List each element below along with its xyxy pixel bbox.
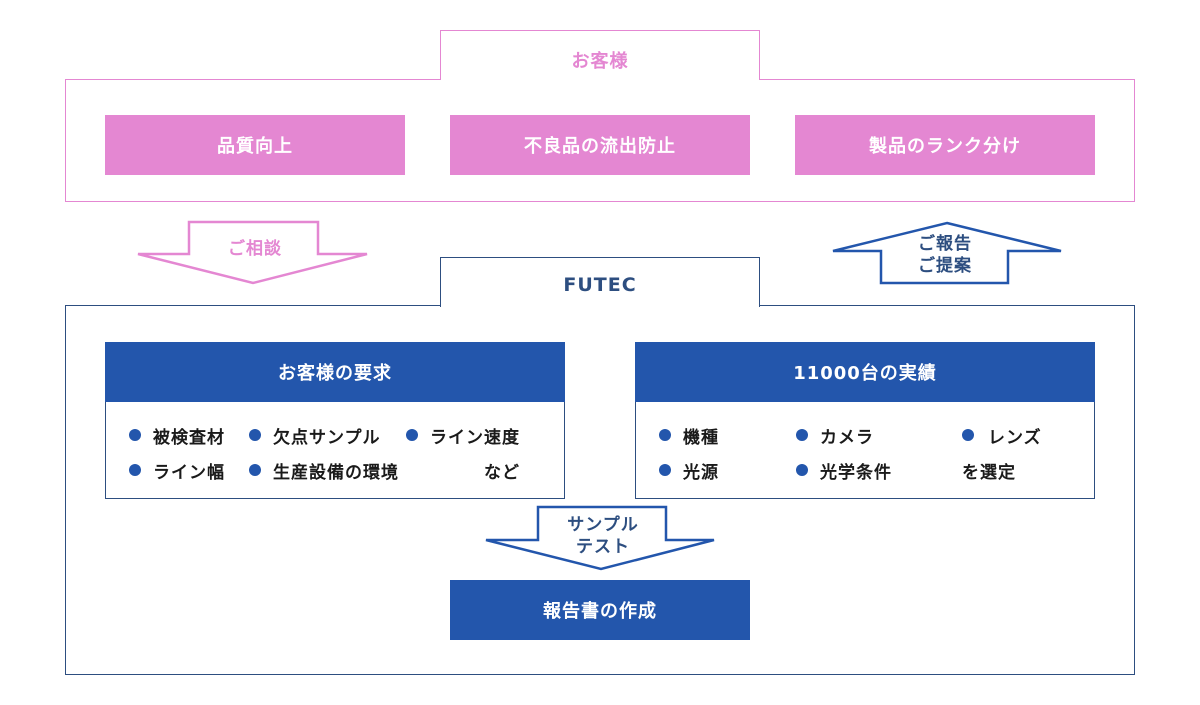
customer-box-product-ranking: 製品のランク分け xyxy=(795,115,1095,175)
report-creation-box: 報告書の作成 xyxy=(450,580,750,640)
report-label-line1: ご報告 xyxy=(918,234,972,254)
bullet-icon xyxy=(796,429,808,441)
record-title: 11000台の実績 xyxy=(635,342,1095,402)
sample-test-arrow-icon xyxy=(485,505,715,571)
bullet-icon xyxy=(249,429,261,441)
requirement-item: ライン幅 xyxy=(153,463,225,483)
requirement-item: 欠点サンプル xyxy=(273,428,381,448)
report-label-line2: ご提案 xyxy=(918,256,972,276)
record-item: 光源 xyxy=(683,463,719,483)
requirement-item: 生産設備の環境 xyxy=(273,463,399,483)
record-item: カメラ xyxy=(820,428,874,448)
customer-tab xyxy=(440,30,760,80)
sample-test-label-line1: サンプル xyxy=(567,515,639,535)
requirement-item: ライン速度 xyxy=(430,428,520,448)
customer-title: お客様 xyxy=(571,51,629,72)
requirements-panel: お客様の要求 被検査材 欠点サンプル ライン速度 ライン幅 生産設備の環境 など xyxy=(105,342,565,499)
record-item: 光学条件 xyxy=(820,463,892,483)
record-item: 機種 xyxy=(683,428,719,448)
consult-arrow-icon xyxy=(137,220,368,285)
bullet-icon xyxy=(249,464,261,476)
sample-test-label: サンプル テスト xyxy=(543,514,663,558)
bullet-icon xyxy=(796,464,808,476)
customer-box-quality: 品質向上 xyxy=(105,115,405,175)
requirements-title: お客様の要求 xyxy=(105,342,565,402)
record-panel: 11000台の実績 機種 カメラ レンズ 光源 光学条件 を選定 xyxy=(635,342,1095,499)
bullet-icon xyxy=(659,429,671,441)
consult-label: ご相談 xyxy=(228,239,282,259)
customer-box-defect-prevention: 不良品の流出防止 xyxy=(450,115,750,175)
report-label: ご報告 ご提案 xyxy=(890,233,1000,277)
futec-title: FUTEC xyxy=(563,273,637,296)
sample-test-label-line2: テスト xyxy=(576,537,630,557)
bullet-icon xyxy=(129,464,141,476)
report-arrow-icon xyxy=(832,221,1062,285)
bullet-icon xyxy=(659,464,671,476)
requirement-item: 被検査材 xyxy=(153,428,225,448)
requirements-suffix: など xyxy=(484,463,520,483)
bullet-icon xyxy=(129,429,141,441)
record-suffix: を選定 xyxy=(962,463,1016,483)
record-item: レンズ xyxy=(988,428,1042,448)
bullet-icon xyxy=(962,429,974,441)
bullet-icon xyxy=(406,429,418,441)
futec-tab xyxy=(440,257,760,307)
